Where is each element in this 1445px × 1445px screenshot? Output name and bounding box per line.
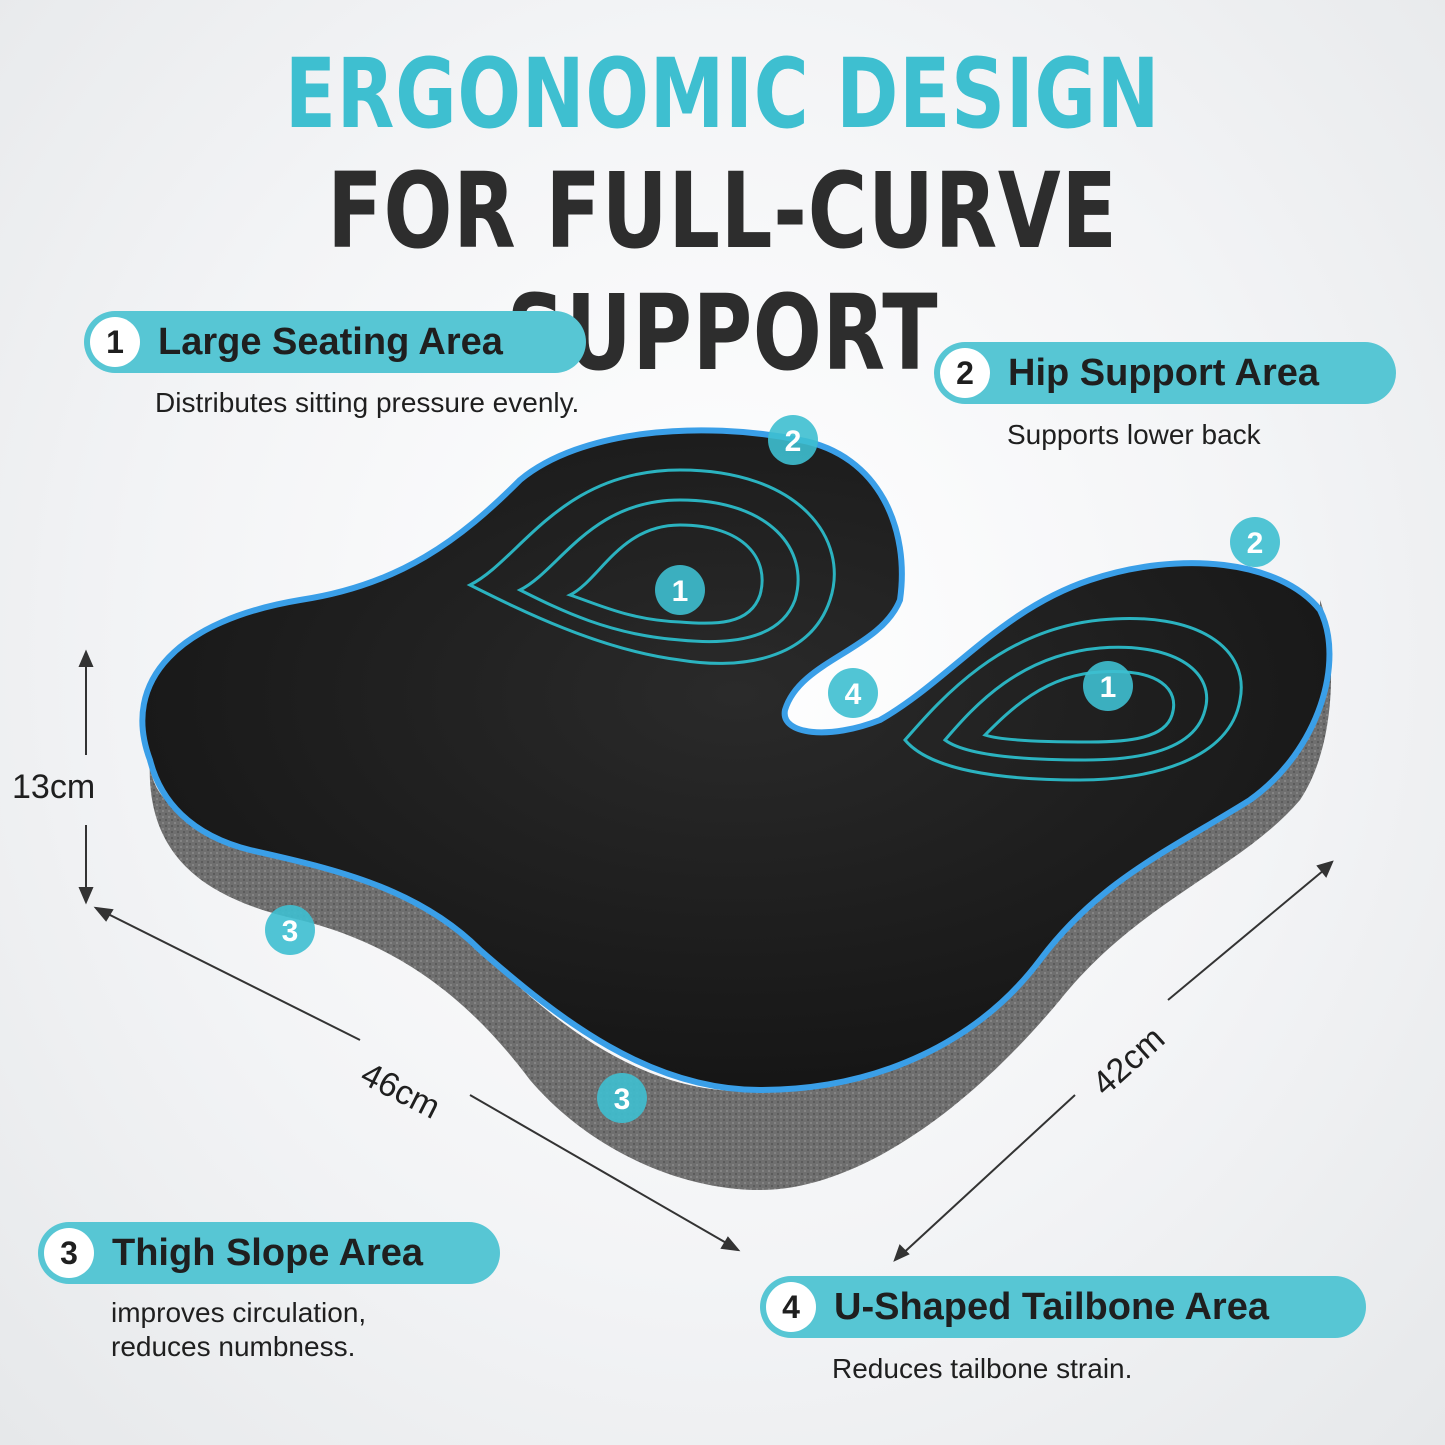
marker-thigh-left: 3 xyxy=(265,905,315,955)
headline-line-2: FOR FULL-CURVE SUPPORT xyxy=(327,150,1118,394)
feature-4-pill: 4 U-Shaped Tailbone Area xyxy=(760,1276,1366,1338)
feature-3-pill: 3 Thigh Slope Area xyxy=(38,1222,500,1284)
feature-1-label: Large Seating Area xyxy=(158,320,503,363)
marker-thigh-right-text: 3 xyxy=(614,1083,631,1116)
headline-line-1: ERGONOMIC DESIGN xyxy=(284,38,1161,150)
marker-seat-right: 1 xyxy=(1083,661,1133,711)
area-markers: 1 1 2 2 3 3 4 xyxy=(265,415,1280,1123)
feature-2-label: Hip Support Area xyxy=(1008,351,1320,394)
feature-1-number: 1 xyxy=(90,317,140,367)
feature-1-desc: Distributes sitting pressure evenly. xyxy=(155,387,580,418)
marker-tailbone-text: 4 xyxy=(845,678,862,711)
feature-4-number: 4 xyxy=(766,1282,816,1332)
marker-seat-left: 1 xyxy=(655,565,705,615)
marker-seat-right-text: 1 xyxy=(1100,671,1117,704)
feature-3-desc-line-2: reduces numbness. xyxy=(111,1331,356,1362)
contour-lines-right xyxy=(903,617,1243,782)
feature-4-desc: Reduces tailbone strain. xyxy=(832,1353,1133,1384)
marker-hip-right: 2 xyxy=(1230,517,1280,567)
feature-2-desc: Supports lower back xyxy=(1007,419,1261,450)
feature-2-number: 2 xyxy=(940,348,990,398)
cushion-top xyxy=(139,427,1333,1094)
contour-lines-left xyxy=(466,468,836,665)
feature-4-label: U-Shaped Tailbone Area xyxy=(834,1285,1269,1328)
feature-1-pill: 1 Large Seating Area xyxy=(84,311,586,373)
marker-tailbone: 4 xyxy=(828,668,878,718)
feature-2-pill: 2 Hip Support Area xyxy=(934,342,1396,404)
dimension-height: 13cm xyxy=(12,768,96,806)
feature-3-label: Thigh Slope Area xyxy=(112,1231,424,1274)
feature-3-number: 3 xyxy=(44,1228,94,1278)
marker-hip-right-text: 2 xyxy=(1247,527,1264,560)
marker-thigh-left-text: 3 xyxy=(282,915,299,948)
marker-hip-left: 2 xyxy=(768,415,818,465)
marker-hip-left-text: 2 xyxy=(785,425,802,458)
feature-3-desc-line-1: improves circulation, xyxy=(111,1297,367,1328)
marker-thigh-right: 3 xyxy=(597,1073,647,1123)
dimension-arrows xyxy=(78,649,1334,1262)
marker-seat-left-text: 1 xyxy=(672,575,689,608)
